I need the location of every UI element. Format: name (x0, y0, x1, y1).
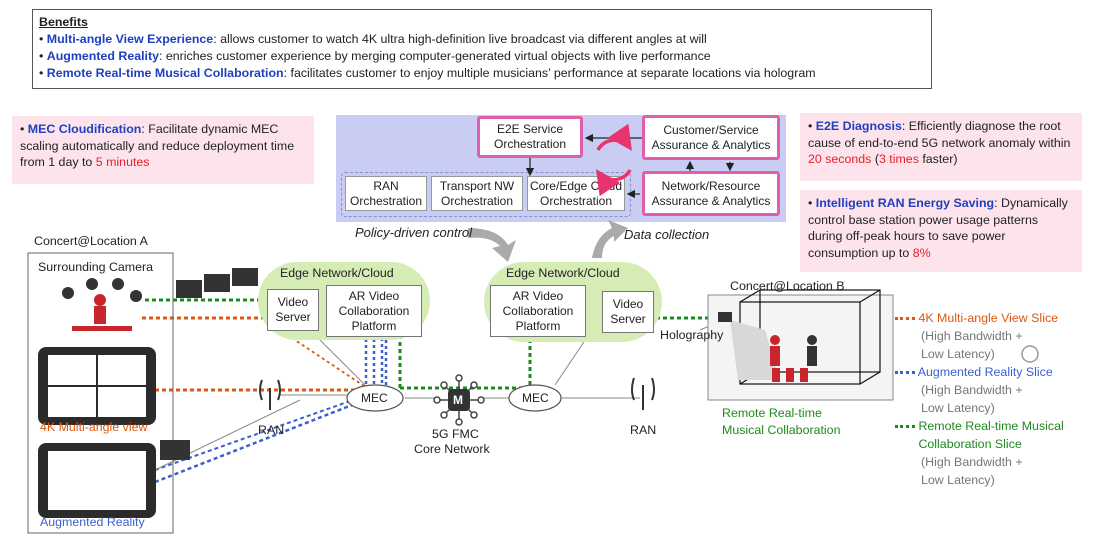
core-m-label: M (453, 393, 463, 407)
holography-label: Holography (660, 328, 724, 342)
customer-service-assurance: Customer/Service Assurance & Analytics (642, 115, 780, 160)
video-server-right: Video Server (602, 291, 654, 333)
ran-energy-callout: • Intelligent RAN Energy Saving: Dynamic… (800, 190, 1082, 272)
mec-cloudification-callout: • MEC Cloudification: Facilitate dynamic… (12, 116, 314, 184)
augmented-reality-label: Augmented Reality (40, 515, 145, 529)
ran-left-label: RAN (258, 423, 285, 437)
ran-orchestration: RAN Orchestration (345, 176, 427, 211)
transport-nw-orchestration: Transport NW Orchestration (431, 176, 523, 211)
video-server-left: Video Server (267, 289, 319, 331)
benefit-item: • Multi-angle View Experience: allows cu… (39, 32, 707, 46)
data-collection-label: Data collection (624, 227, 710, 242)
policy-label: Policy-driven control (355, 225, 473, 240)
ar-platform-left: AR Video Collaboration Platform (326, 285, 422, 337)
edge-right-label: Edge Network/Cloud (506, 266, 620, 280)
slice-legend: 4K Multi-angle View Slice (High Bandwidt… (895, 309, 1090, 489)
legend-item-remote: Remote Real-time Musical Collaboration S… (895, 417, 1090, 489)
core-title: 5G FMC (432, 427, 479, 441)
benefit-item: • Remote Real-time Musical Collaboration… (39, 66, 816, 80)
edge-left-label: Edge Network/Cloud (280, 266, 394, 280)
remote-collab-label: Remote Real-time Musical Collaboration (722, 406, 841, 437)
multi-angle-screen (38, 347, 156, 425)
legend-item-ar: Augmented Reality Slice (High Bandwidth … (895, 363, 1090, 417)
surrounding-camera-label: Surrounding Camera (38, 260, 154, 274)
network-resource-assurance: Network/Resource Assurance & Analytics (642, 171, 780, 216)
mec-left-label: MEC (361, 391, 388, 405)
location-a-label: Concert@Location A (34, 234, 148, 248)
ran-right-label: RAN (630, 423, 657, 437)
core-subtitle: Core Network (414, 442, 490, 456)
augmented-reality-screen (38, 443, 156, 518)
e2e-service-orchestration: E2E Service Orchestration (477, 116, 583, 158)
ar-platform-right: AR Video Collaboration Platform (490, 285, 586, 337)
location-b-label: Concert@Location B (730, 279, 845, 293)
e2e-diagnosis-callout: • E2E Diagnosis: Efficiently diagnose th… (800, 113, 1082, 181)
legend-item-multi-angle: 4K Multi-angle View Slice (High Bandwidt… (895, 309, 1090, 363)
mec-right-label: MEC (522, 391, 549, 405)
benefit-item: • Augmented Reality: enriches customer e… (39, 49, 711, 63)
multi-angle-label: 4K Multi-angle view (40, 420, 148, 434)
benefits-box: Benefits • Multi-angle View Experience: … (32, 9, 932, 89)
benefits-title: Benefits (39, 15, 88, 29)
